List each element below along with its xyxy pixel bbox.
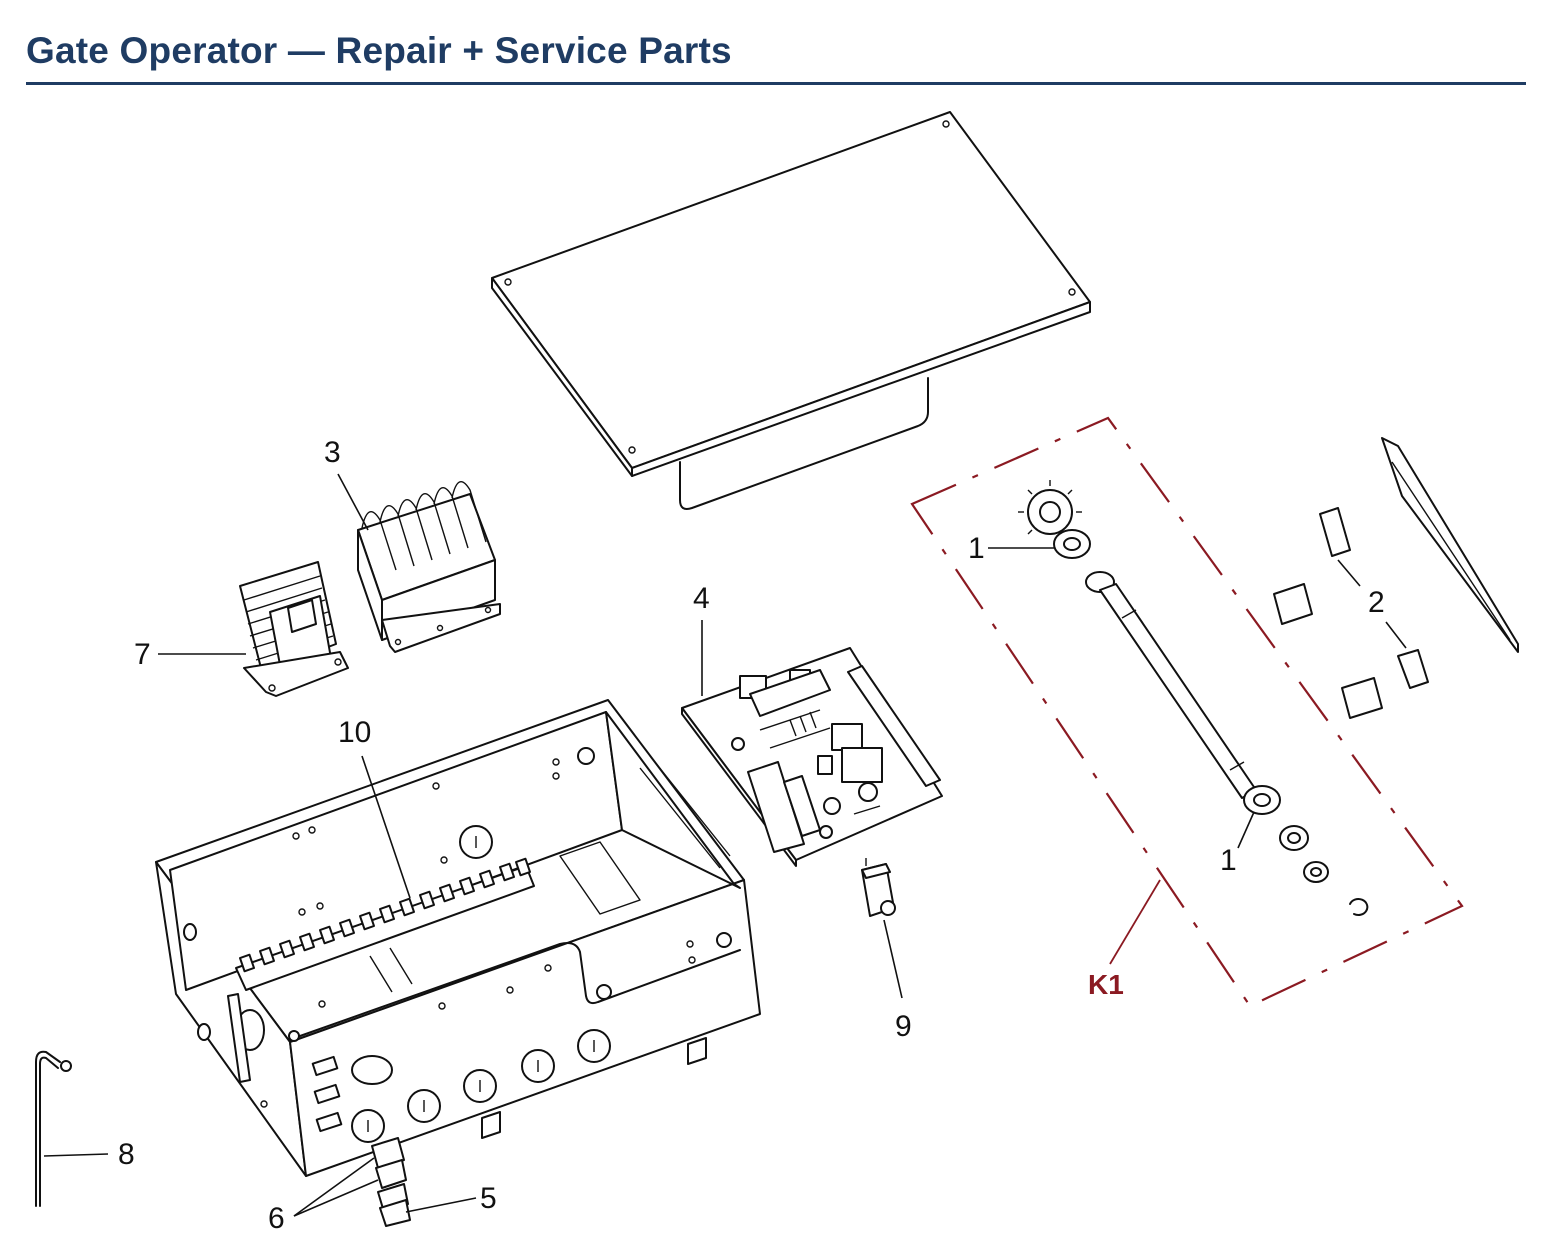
limit-switch [1319, 507, 1429, 689]
leader-lines [43, 473, 1407, 1217]
callout-6: 6 [268, 1202, 285, 1235]
antenna [35, 1050, 72, 1207]
bushing [1279, 825, 1309, 851]
callout-1-upper: 1 [968, 532, 985, 565]
callout-3: 3 [324, 436, 341, 469]
title-divider [26, 82, 1526, 85]
callout-9: 9 [895, 1010, 912, 1043]
terminal-strip [235, 857, 535, 993]
bearing-blocks [1273, 583, 1383, 719]
callout-4: 4 [693, 582, 710, 615]
kit-k1-outline [910, 416, 1464, 1008]
callout-5: 5 [480, 1182, 497, 1215]
rocker-switches [371, 1137, 411, 1227]
control-board [681, 647, 943, 867]
kit-k1-label: K1 [1088, 969, 1124, 1000]
capacitor [357, 481, 501, 653]
mounting-bracket [1381, 437, 1519, 653]
drive-sprocket [1018, 480, 1082, 535]
callout-1-lower: 1 [1220, 844, 1237, 877]
page-title: Gate Operator — Repair + Service Parts [26, 30, 732, 71]
drive-shaft [1085, 571, 1257, 799]
gear-lower [1243, 785, 1281, 815]
knockout-holes [351, 1029, 611, 1143]
callout-7: 7 [134, 638, 151, 671]
callout-10: 10 [338, 716, 371, 749]
e-clip [1349, 898, 1369, 916]
washer [1303, 861, 1329, 883]
enclosure-box [155, 699, 761, 1177]
callout-8: 8 [118, 1138, 135, 1171]
callout-2: 2 [1368, 586, 1385, 619]
cover-lid [491, 111, 1091, 510]
transformer [239, 561, 349, 697]
relay [861, 858, 896, 917]
gear-upper [1053, 529, 1091, 559]
